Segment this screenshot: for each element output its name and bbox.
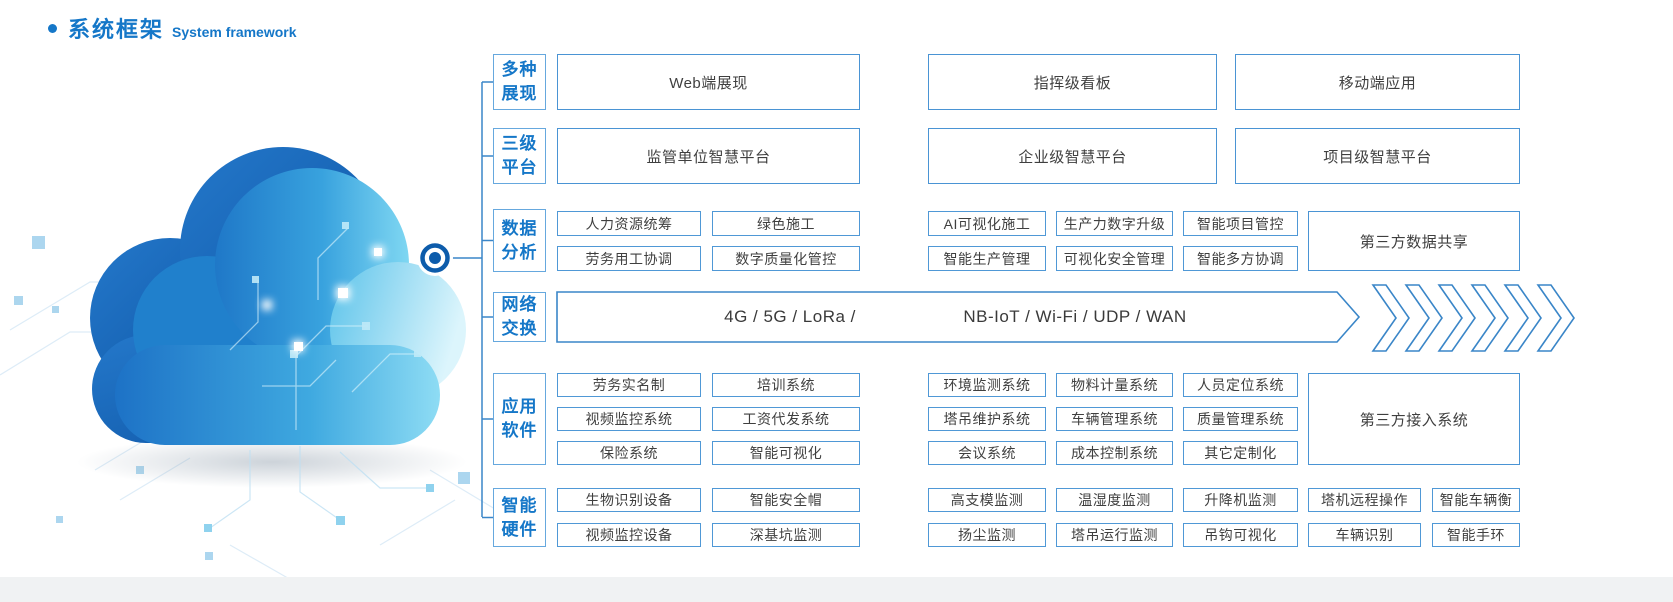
module-box: 人员定位系统: [1183, 373, 1298, 397]
module-box: 车辆识别: [1308, 523, 1421, 547]
floor-circuit-lines: [209, 446, 430, 529]
category-label-network: 网络交换: [493, 292, 546, 342]
title-en: System framework: [172, 24, 297, 40]
module-box: 会议系统: [928, 441, 1046, 465]
network-protocols-right: NB-IoT / Wi-Fi / UDP / WAN: [963, 307, 1187, 326]
category-label-analysis: 数据分析: [493, 209, 546, 272]
network-band-shape: [556, 291, 1361, 343]
module-box: 温湿度监测: [1056, 488, 1173, 512]
module-box: 智能项目管控: [1183, 211, 1298, 236]
cloud-front: [115, 168, 466, 445]
module-box: 吊钩可视化: [1183, 523, 1298, 547]
module-box: 塔机远程操作: [1308, 488, 1421, 512]
module-box: 可视化安全管理: [1056, 246, 1173, 271]
category-label-display: 多种展现: [493, 54, 546, 110]
chevron-arrows: [1371, 284, 1575, 352]
module-box: 环境监测系统: [928, 373, 1046, 397]
module-box: 智能手环: [1432, 523, 1520, 547]
module-box: 视频监控设备: [557, 523, 701, 547]
module-box: 扬尘监测: [928, 523, 1046, 547]
module-box: 质量管理系统: [1183, 407, 1298, 431]
module-box: 其它定制化: [1183, 441, 1298, 465]
module-box: 智能多方协调: [1183, 246, 1298, 271]
module-box: 深基坑监测: [712, 523, 860, 547]
tree-branch-lines: [482, 81, 493, 519]
module-box: 成本控制系统: [1056, 441, 1173, 465]
module-box: 人力资源统筹: [557, 211, 701, 236]
module-box: 绿色施工: [712, 211, 860, 236]
platform-box: 监管单位智慧平台: [557, 128, 860, 184]
category-label-hardware: 智能硬件: [493, 488, 546, 547]
module-box: 智能安全帽: [712, 488, 860, 512]
module-box: 视频监控系统: [557, 407, 701, 431]
module-box: 劳务实名制: [557, 373, 701, 397]
display-box: Web端展现: [557, 54, 860, 110]
module-box: 生物识别设备: [557, 488, 701, 512]
module-box: 智能可视化: [712, 441, 860, 465]
module-box: 保险系统: [557, 441, 701, 465]
cloud-glow-squares: [262, 246, 384, 352]
bullet-icon: [48, 23, 57, 33]
cloud-circuit-nodes: [252, 222, 421, 358]
third-party-data-box: 第三方数据共享: [1308, 211, 1520, 271]
third-party-access-box: 第三方接入系统: [1308, 373, 1520, 465]
module-box: 培训系统: [712, 373, 860, 397]
module-box: 塔吊运行监测: [1056, 523, 1173, 547]
display-box: 移动端应用: [1235, 54, 1520, 110]
bottom-edge-strip: [0, 577, 1673, 602]
page-title: 系统框架 System framework: [48, 12, 297, 44]
category-label-software: 应用软件: [493, 373, 546, 465]
module-box: 工资代发系统: [712, 407, 860, 431]
target-ring-node: [417, 240, 453, 276]
module-box: 车辆管理系统: [1056, 407, 1173, 431]
module-box: 物料计量系统: [1056, 373, 1173, 397]
module-box: 生产力数字升级: [1056, 211, 1173, 236]
title-zh: 系统框架: [68, 17, 165, 42]
module-box: 高支模监测: [928, 488, 1046, 512]
module-box: 数字质量化管控: [712, 246, 860, 271]
module-box: 塔吊维护系统: [928, 407, 1046, 431]
module-box: 劳务用工协调: [557, 246, 701, 271]
platform-box: 企业级智慧平台: [928, 128, 1217, 184]
display-box: 指挥级看板: [928, 54, 1217, 110]
module-box: AI可视化施工: [928, 211, 1046, 236]
cloud-shadow: [77, 436, 467, 488]
module-box: 升降机监测: [1183, 488, 1298, 512]
platform-box: 项目级智慧平台: [1235, 128, 1520, 184]
cloud-circuit-lines: [229, 227, 420, 430]
module-box: 智能车辆衡: [1432, 488, 1520, 512]
floor-circuit-nodes: [204, 484, 434, 532]
network-protocols-left: 4G / 5G / LoRa /: [724, 307, 856, 326]
category-label-platform: 三级平台: [493, 128, 546, 184]
module-box: 智能生产管理: [928, 246, 1046, 271]
